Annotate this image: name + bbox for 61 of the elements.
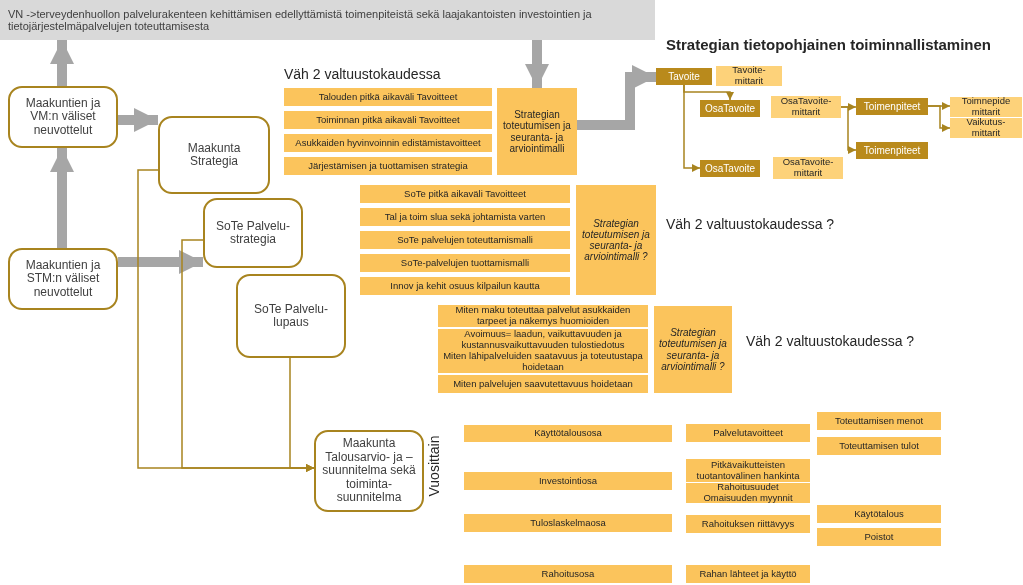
metric-box: Vaikutus-mittarit <box>950 118 1022 138</box>
block-arrow <box>50 148 74 248</box>
goal-box: Tavoite <box>656 68 712 85</box>
item-box: Rahoituksen riittävyys <box>686 515 810 533</box>
item-box: Rahoitusosa <box>464 565 672 583</box>
item-box: Asukkaiden hyvinvoinnin edistämistavoitteet <box>284 134 492 152</box>
item-box: Miten palvelujen saavutettavuus hoidetaan <box>438 375 648 393</box>
item-box: SoTe pitkä aikaväli Tavoitteet <box>360 185 570 203</box>
arrow <box>927 105 951 132</box>
item-box: Rahoitusuudet Omaisuuden myynnit <box>686 483 810 503</box>
item-box: Pitkävaikutteisten tuotantovälinen hankinta <box>686 459 810 482</box>
process-box: Maakuntien ja STM:n väliset neuvottelut <box>8 248 118 310</box>
item-box: Toteuttamisen tulot <box>817 437 941 455</box>
item-box: Innov ja kehit osuus kilpailun kautta <box>360 277 570 295</box>
header-banner: VN ->terveydenhuollon palvelurakenteen kehittämisen edellyttämistä toimenpiteistä sekä laajakantoisten investointien ja tietojärjestelmäpalvelujen toteuttamisesta <box>0 0 655 40</box>
block-arrow <box>50 40 74 86</box>
block-arrow <box>525 40 549 88</box>
item-box: Toiminnan pitkä aikaväli Tavoitteet <box>284 111 492 129</box>
process-box: SoTe Palvelu-strategia <box>203 198 303 268</box>
goal-box: Toimenpiteet <box>856 142 928 159</box>
section-label: Väh 2 valtuustokaudessa ? <box>746 333 915 349</box>
goal-box: OsaTavoite <box>700 160 760 177</box>
process-box: SoTe Palvelu-lupaus <box>236 274 346 358</box>
goal-box: Toimenpiteet <box>856 98 928 115</box>
item-box: Talouden pitkä aikaväli Tavoitteet <box>284 88 492 106</box>
item-box: Investointiosa <box>464 472 672 490</box>
metric-box: Tavoite-mittarit <box>716 66 782 86</box>
item-box: Avoimuus= laadun, vaikuttavuuden ja kustannusvaikuttavuuden tulostiedotus <box>438 329 648 351</box>
item-box: Rahan lähteet ja käyttö <box>686 565 810 583</box>
goal-box: OsaTavoite <box>700 100 760 117</box>
item-box: Miten lähipalveluiden saatavuus ja toteutustapa hoidetaan <box>438 351 648 373</box>
process-box: Maakuntien ja VM:n väliset neuvottelut <box>8 86 118 148</box>
model-box: Strategian toteutumisen ja seuranta- ja arviointimalli ? <box>576 185 656 295</box>
arrow <box>683 84 701 172</box>
item-box: SoTe-palvelujen tuottamismalli <box>360 254 570 272</box>
arrow <box>289 357 315 472</box>
block-arrow <box>577 65 656 130</box>
item-box: Järjestämisen ja tuottamisen strategia <box>284 157 492 175</box>
process-box: Maakunta Talousarvio- ja –suunnitelma sekä toiminta-suunnitelma <box>314 430 424 512</box>
item-box: Poistot <box>817 528 941 546</box>
model-box: Strategian toteutumisen ja seuranta- ja arviointimalli <box>497 88 577 175</box>
title-text: Strategian tietopohjainen toiminnallistaminen <box>666 36 992 53</box>
arrow <box>840 106 857 154</box>
metric-box: Toimnepide mittarit <box>950 97 1022 117</box>
item-box: Miten maku toteuttaa palvelut asukkaiden tarpeet ja näkemys huomioiden <box>438 305 648 327</box>
item-box: SoTe palvelujen toteuttamismalli <box>360 231 570 249</box>
model-box: Strategian toteutumisen ja seuranta- ja arviointimalli ? <box>654 306 732 393</box>
item-box: Toteuttamisen menot <box>817 412 941 430</box>
metric-box: OsaTavoite-mittarit <box>773 157 843 179</box>
item-box: Palvelutavoitteet <box>686 424 810 442</box>
block-arrow <box>118 108 158 132</box>
item-box: Käytötalous <box>817 505 941 523</box>
process-box: Maakunta Strategia <box>158 116 270 194</box>
item-box: Tuloslaskelmaosa <box>464 514 672 532</box>
section-label: Väh 2 valtuustokaudessa ? <box>666 216 835 232</box>
metric-box: OsaTavoite-mittarit <box>771 96 841 118</box>
item-box: Tal ja toim slua sekä johtamista varten <box>360 208 570 226</box>
item-box: Käyttötalousosa <box>464 425 672 442</box>
rotated-label: Vuosittain <box>426 435 443 497</box>
section-label: Väh 2 valtuustokaudessa <box>284 66 441 82</box>
block-arrow <box>118 250 203 274</box>
